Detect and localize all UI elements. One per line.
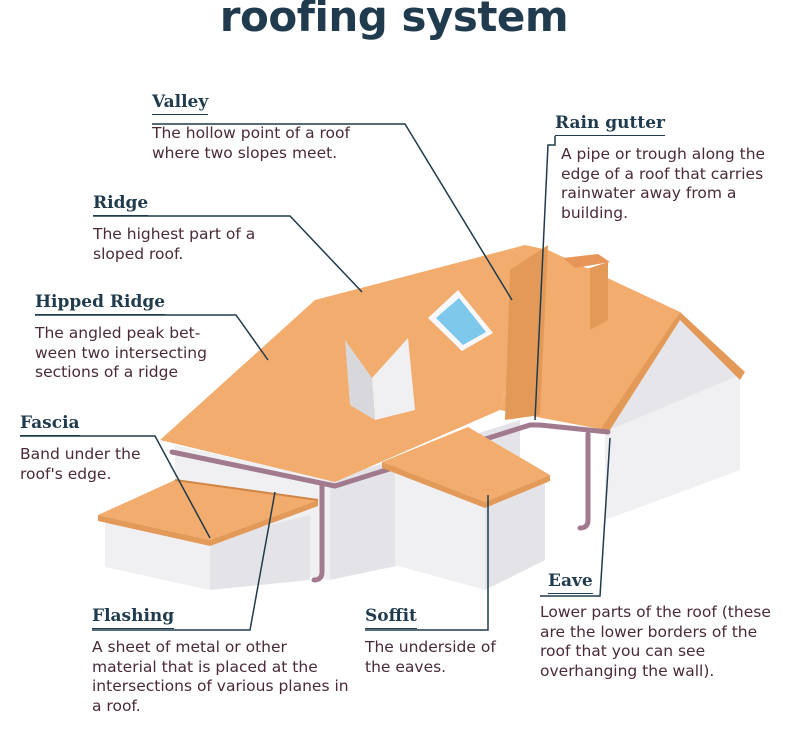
soffit-desc: The underside of the eaves. xyxy=(365,638,496,676)
eave-desc: Lower parts of the roof (these are the l… xyxy=(540,603,771,680)
dormer-side xyxy=(345,340,375,420)
label-fascia: Fascia Band under the roof's edge. xyxy=(20,413,170,484)
label-rain-gutter: Rain gutter A pipe or trough along the e… xyxy=(555,113,777,223)
label-eave: Eave Lower parts of the roof (these are … xyxy=(540,571,780,681)
main-gutter xyxy=(169,422,611,489)
main-roof-slope xyxy=(315,245,548,482)
downspout-left xyxy=(311,481,325,583)
label-hipped-ridge: Hipped Ridge The angled peak bet-ween tw… xyxy=(35,292,240,383)
porch-front-wall xyxy=(395,470,485,590)
left-ext-roof xyxy=(98,480,318,540)
chimney-front xyxy=(560,268,590,338)
label-soffit: Soffit The underside of the eaves. xyxy=(365,606,515,677)
label-ridge: Ridge The highest part of a sloped roof. xyxy=(93,193,293,264)
hipped-ridge-desc: The angled peak bet-ween two intersectin… xyxy=(35,324,207,381)
dormer-wall xyxy=(372,338,415,420)
chimney-side xyxy=(590,262,608,330)
valley-leader xyxy=(152,123,513,301)
flashing-leader xyxy=(92,491,276,631)
porch-roof-edge xyxy=(382,462,550,508)
hipped-ridge-heading: Hipped Ridge xyxy=(35,292,166,315)
downspout-right xyxy=(577,431,591,531)
left-ext-flashing xyxy=(174,479,319,501)
leader-lines xyxy=(20,123,611,631)
label-valley: Valley The hollow point of a roof where … xyxy=(152,92,402,163)
fascia-leader xyxy=(20,435,211,539)
right-wing-roof-edge xyxy=(600,312,745,433)
flashing-desc: A sheet of metal or other material that … xyxy=(92,638,349,715)
soffit-leader xyxy=(365,495,489,631)
valley-desc: The hollow point of a roof where two slo… xyxy=(152,124,350,162)
right-wing-front-wall xyxy=(605,375,740,520)
rain-gutter-heading: Rain gutter xyxy=(555,113,665,136)
ridge-leader xyxy=(93,215,363,293)
chimney-top xyxy=(563,254,610,268)
main-roof-hip xyxy=(160,300,360,482)
fascia-desc: Band under the roof's edge. xyxy=(20,445,141,483)
rain-gutter-desc: A pipe or trough along the edge of a roo… xyxy=(561,145,766,222)
flashing-heading: Flashing xyxy=(92,606,175,629)
hipped-ridge-leader xyxy=(35,314,269,361)
eave-leader xyxy=(540,437,611,597)
soffit-heading: Soffit xyxy=(365,606,417,629)
diagram-title: roofing system xyxy=(219,0,569,41)
rain-gutter-leader xyxy=(534,136,556,421)
valley-heading: Valley xyxy=(152,92,209,115)
right-wing-gable-wall xyxy=(605,318,740,432)
ridge-heading: Ridge xyxy=(93,193,149,216)
eave-heading: Eave xyxy=(548,571,593,594)
porch-roof xyxy=(382,427,550,502)
fascia-heading: Fascia xyxy=(20,413,80,436)
skylight-glass xyxy=(436,298,486,345)
porch-right-wall xyxy=(485,478,545,590)
label-flashing: Flashing A sheet of metal or other mater… xyxy=(92,606,352,716)
ridge-desc: The highest part of a sloped roof. xyxy=(93,225,256,263)
